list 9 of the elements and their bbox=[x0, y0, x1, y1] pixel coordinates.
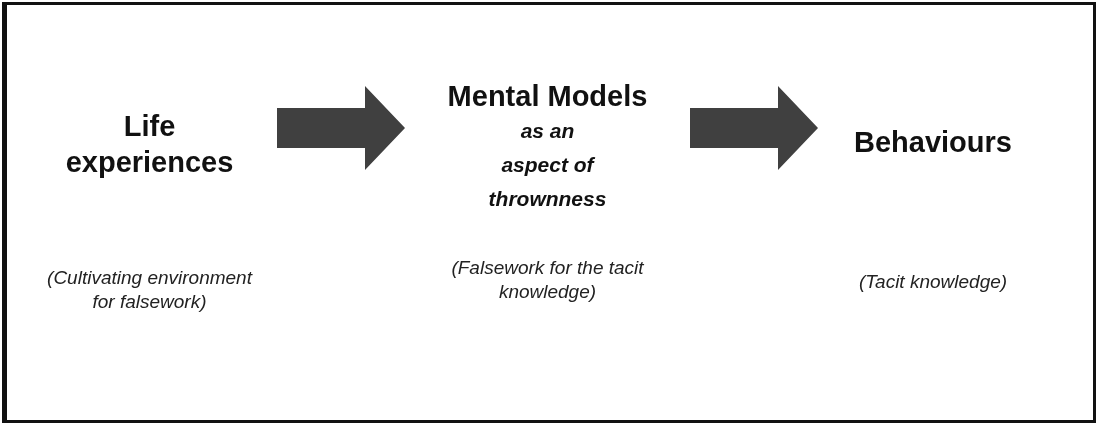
block-arrow bbox=[277, 86, 405, 170]
node-note: (Cultivating environment for falsework) bbox=[46, 266, 254, 314]
node-note: (Tacit knowledge) bbox=[857, 270, 1009, 294]
node-title: Behaviours bbox=[853, 125, 1013, 160]
node-title: Mental Models bbox=[447, 79, 648, 114]
node-title: Life experiences bbox=[64, 109, 235, 180]
node-note: (Falsework for the tacit knowledge) bbox=[450, 256, 645, 304]
node-subtitle: as an aspect of thrownness bbox=[487, 118, 608, 212]
block-arrow bbox=[690, 86, 818, 170]
